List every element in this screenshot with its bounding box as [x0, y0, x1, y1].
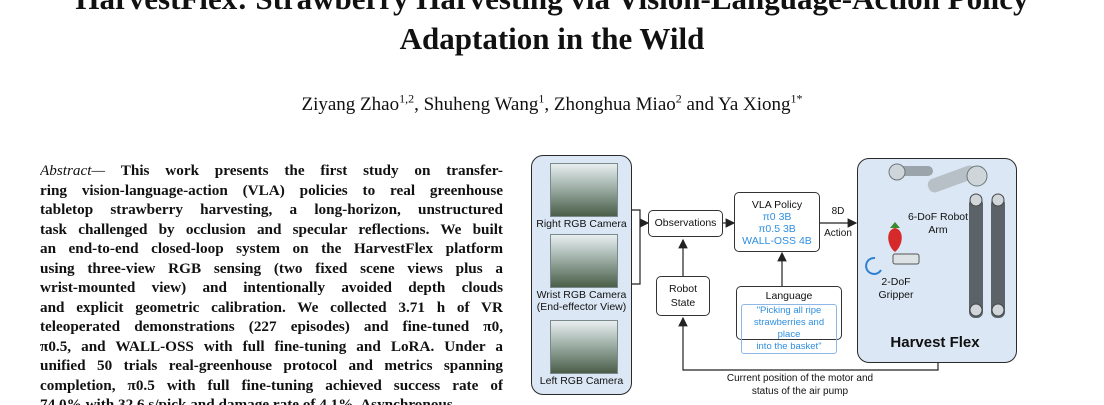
abstract-line: tabletop strawberry harvesting, a long-h… — [40, 201, 503, 218]
wrist-camera-image — [550, 234, 618, 288]
abstract-line: an end-to-end closed-loop system on the … — [40, 240, 503, 257]
arm-segment — [927, 165, 977, 193]
right-camera-image — [550, 163, 618, 217]
abstract: Abstract— This work presents the first s… — [40, 161, 503, 405]
observations-box: Observations — [648, 210, 723, 237]
arm-joint — [888, 163, 906, 181]
abstract-line: task challenged by occlusion and specula… — [40, 220, 503, 238]
author-list: Ziyang Zhao1,2, Shuheng Wang1, Zhonghua … — [0, 92, 1104, 116]
abstract-line: teleoperated demonstrations (227 episode… — [40, 318, 503, 335]
vla-model-wall-oss: WALL-OSS 4B — [742, 235, 812, 247]
author: Zhonghua Miao2 and — [553, 92, 718, 116]
vla-policy-title: VLA Policy — [751, 199, 803, 211]
vla-model-pi05: π0.5 3B — [758, 223, 796, 235]
vla-policy-box: VLA Policy π0 3B π0.5 3B WALL-OSS 4B — [734, 192, 820, 252]
left-camera-image — [550, 320, 618, 374]
camera-bracket — [632, 209, 641, 285]
author: Shuheng Wang1, — [423, 92, 554, 116]
platform-column — [969, 198, 983, 318]
author: Ziyang Zhao1,2, — [301, 92, 424, 116]
abstract-line: using three-view RGB sensing (two fixed … — [40, 259, 503, 277]
abstract-line: 74.0% with 32.6 s/pick and damage rate o… — [40, 396, 453, 405]
strawberry-icon — [888, 228, 902, 252]
abstract-line: Abstract— This work presents the first s… — [40, 162, 503, 179]
rotation-arrow — [865, 256, 882, 275]
platform-column — [991, 198, 1005, 318]
action-label: Action — [824, 228, 852, 239]
language-box: Language "Picking all ripe strawberries … — [736, 286, 842, 354]
right-camera-label: Right RGB Camera — [536, 218, 627, 230]
abstract-line: completion, π0.5 with full fine-tuning a… — [40, 376, 503, 394]
arm-segment — [897, 166, 933, 176]
platform-wheel — [991, 193, 1005, 207]
strawberry-leaf — [890, 222, 900, 228]
robot-panel — [857, 158, 1017, 363]
action-dim-label: 8D — [831, 206, 845, 217]
system-diagram: Right RGB Camera Wrist RGB Camera(End-ef… — [520, 150, 1104, 405]
abstract-line: and explicit geometric calibration. We c… — [40, 298, 503, 316]
paper-title-line-2: Adaptation in the Wild — [399, 21, 705, 56]
platform-wheel — [969, 193, 983, 207]
platform-name: Harvest Flex — [890, 334, 980, 351]
abstract-line: wrist-mounted view) and intentionally av… — [40, 279, 503, 296]
wrist-camera-label: Wrist RGB Camera(End-effector View) — [536, 289, 627, 313]
platform-wheel — [991, 303, 1005, 317]
abstract-line: ring vision-language-action (VLA) polici… — [40, 181, 503, 199]
author: Ya Xiong1* — [718, 92, 803, 116]
language-prompt: "Picking all ripe strawberries and place… — [741, 304, 837, 354]
robot-illustration — [865, 163, 1005, 318]
gripper-icon — [892, 253, 920, 265]
paper-title-line-1: HarvestFlex: Strawberry Harvesting via V… — [0, 0, 1104, 18]
abstract-line: π0.5, and WALL-OSS with full fine-tuning… — [40, 337, 503, 355]
arm-joint — [966, 165, 988, 187]
language-title: Language — [765, 290, 813, 302]
vla-model-pi0: π0 3B — [762, 211, 792, 223]
abstract-line: unified 50 trials real-greenhouse protoc… — [40, 357, 503, 374]
left-camera-label: Left RGB Camera — [539, 375, 624, 387]
platform-wheel — [969, 303, 983, 317]
